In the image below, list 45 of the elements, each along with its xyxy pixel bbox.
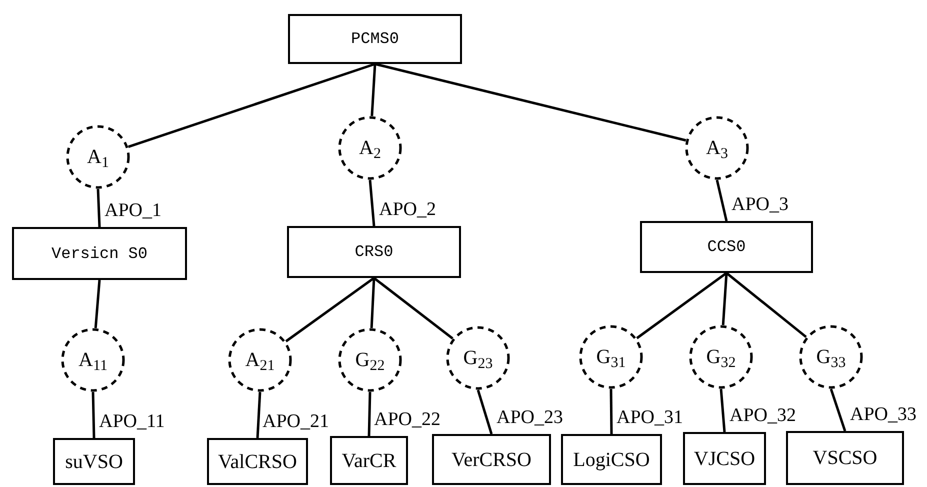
connector-line: [722, 272, 728, 326]
process-box: CCS0: [640, 221, 813, 273]
process-box: PCMS0: [288, 14, 462, 64]
process-box: VSCSO: [786, 431, 904, 485]
connector-line: [373, 277, 454, 340]
connector-line: [256, 392, 262, 438]
connector-line: [476, 390, 493, 434]
edge-label: APO_23: [494, 408, 566, 427]
dashed-circle: G$_{33}$: [799, 325, 863, 389]
dashed-circle: A$_{3}$: [685, 116, 749, 180]
edge-label: APO_3: [730, 195, 791, 214]
process-box: suVSO: [53, 438, 135, 485]
dashed-circle: G$_{23}$: [446, 326, 510, 390]
dashed-circle: G$_{32}$: [689, 325, 753, 389]
edge-label: APO_33: [848, 405, 919, 424]
process-box: CRS0: [287, 226, 461, 278]
connector-line: [374, 62, 686, 142]
process-box: LogiCSO: [561, 434, 662, 485]
connector-line: [636, 272, 728, 340]
connector-line: [370, 278, 376, 328]
connector-line: [720, 388, 726, 432]
connector-line: [368, 180, 376, 226]
process-box: ValCRSO: [207, 438, 308, 485]
connector-line: [716, 180, 728, 222]
connector-line: [285, 276, 375, 342]
connector-line: [96, 188, 101, 228]
connector-line: [128, 62, 376, 148]
connector-line: [610, 388, 613, 434]
dashed-circle: A$_{2}$: [338, 116, 402, 180]
connector-line: [370, 64, 376, 116]
connector-line: [94, 280, 101, 328]
dashed-circle: G$_{31}$: [579, 325, 643, 389]
dashed-circle: A$_{21}$: [228, 328, 292, 392]
process-box: VerCRSO: [432, 434, 551, 485]
connector-line: [830, 388, 846, 432]
dashed-circle: A$_{11}$: [61, 328, 125, 392]
connector-line: [92, 392, 96, 438]
dashed-circle: G$_{22}$: [338, 328, 402, 392]
connector-line: [726, 272, 807, 338]
dashed-circle: A$_{1}$: [66, 125, 130, 189]
edge-label: APO_11: [97, 412, 167, 431]
process-box: VarCR: [330, 436, 408, 485]
connector-line: [368, 392, 372, 436]
process-box: VJCSO: [683, 432, 766, 485]
process-box: Versicn S0: [12, 227, 187, 280]
